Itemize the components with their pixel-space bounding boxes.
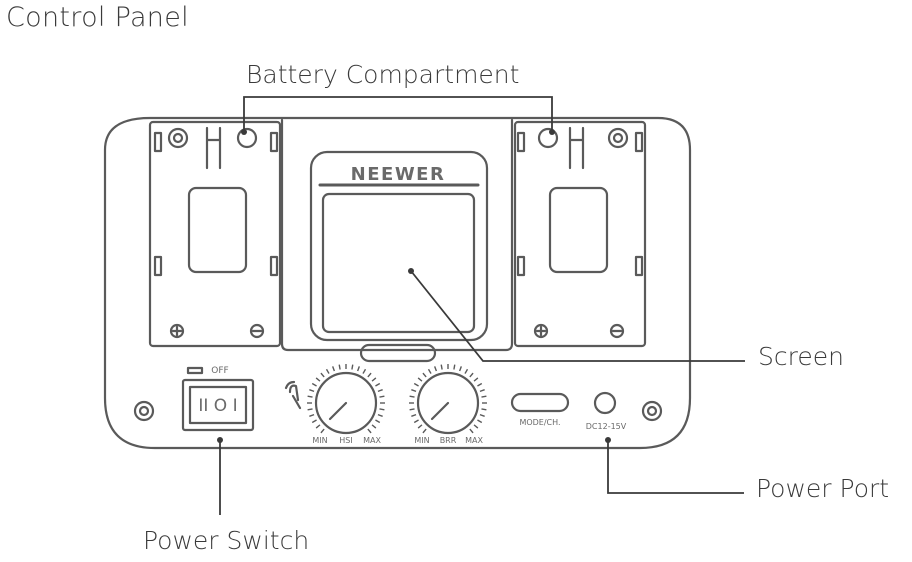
screen-bezel: [309, 150, 489, 342]
knob-dial-tick: [367, 372, 372, 378]
screw-left: [133, 400, 155, 422]
knob-dial-tick: [469, 428, 474, 434]
knob-dial-tick: [481, 408, 487, 411]
knob-dial-tick: [464, 368, 469, 374]
power-switch-callout: Power Switch: [143, 526, 310, 555]
knob-dial-tick: [417, 377, 423, 382]
brand-logo: NEEWER: [351, 164, 446, 185]
knob-dial-tick: [427, 368, 432, 374]
screen-display: [321, 192, 476, 334]
power-port-callout: Power Port: [756, 474, 890, 503]
left-battery-plate: [148, 120, 282, 348]
knob-dial-tick: [315, 424, 321, 429]
knob-dial-tick: [409, 408, 415, 411]
knob-dial-tick: [311, 419, 317, 424]
screen-callout-line: [410, 270, 745, 362]
dc-voltage-label: DC12-15V: [586, 422, 627, 431]
knob-dial-tick: [379, 395, 385, 398]
knob-dial-tick: [422, 428, 427, 434]
knob-dial-tick: [371, 424, 377, 429]
screen-frame: [280, 118, 514, 352]
knob-dial-tick: [367, 428, 372, 434]
brr-label: BRR: [440, 436, 457, 445]
mode-ch-label: MODE/CH.: [519, 418, 560, 427]
knob-dial-tick: [453, 364, 456, 370]
screw-right: [641, 400, 663, 422]
brr-min-label: MIN: [414, 436, 429, 445]
knob-dial-tick: [473, 424, 479, 429]
knob-dial-tick: [307, 408, 313, 411]
knob-dial-tick: [311, 382, 317, 387]
knob-dial-tick: [320, 372, 325, 378]
knob-dial-tick: [377, 389, 383, 393]
power-switch: [181, 378, 255, 432]
knob-dial-tick: [477, 382, 483, 387]
knob-dial-tick: [332, 366, 336, 372]
knob-dial-tick: [362, 368, 367, 374]
knob-dial-tick: [356, 366, 360, 372]
hsi-label: HSI: [339, 436, 352, 445]
knob-dial-tick: [351, 364, 354, 370]
battery-compartment-callout: Battery Compartment: [246, 60, 520, 89]
knob-dial-tick: [375, 419, 381, 424]
knob-dial-tick: [309, 389, 315, 393]
knob-dial-tick: [440, 364, 443, 370]
brr-knob: [416, 371, 480, 435]
knob-dial-tick: [422, 372, 427, 378]
knob-dial-tick: [479, 389, 485, 393]
battery-callout-bracket: [243, 96, 553, 132]
power-port-callout-line: [607, 440, 744, 494]
hsi-max-label: MAX: [363, 436, 381, 445]
brr-max-label: MAX: [465, 436, 483, 445]
knob-dial-tick: [320, 428, 325, 434]
screen-callout: Screen: [758, 342, 844, 371]
device-body-outline: [103, 116, 692, 450]
knob-dial-tick: [379, 408, 385, 411]
knob-dial-tick: [338, 364, 341, 370]
knob-dial-tick: [307, 395, 313, 398]
knob-dial-tick: [434, 366, 438, 372]
knob-dial-tick: [409, 395, 415, 398]
switch-symbol: II O I: [198, 396, 237, 416]
knob-dial-tick: [469, 372, 474, 378]
hsi-knob: [314, 371, 378, 435]
knob-dial-tick: [417, 424, 423, 429]
knob-dial-tick: [411, 389, 417, 393]
knob-dial-tick: [325, 368, 330, 374]
hsi-min-label: MIN: [312, 436, 327, 445]
knob-dial-tick: [375, 382, 381, 387]
knob-dial-tick: [479, 413, 485, 417]
right-battery-plate: [513, 120, 647, 348]
screen-pill: [359, 343, 437, 363]
knob-dial-tick: [315, 377, 321, 382]
dc-port: [593, 391, 617, 415]
switch-off-label: OFF: [211, 366, 228, 376]
mode-ch-button: [510, 392, 570, 413]
knob-dial-tick: [458, 366, 462, 372]
knob-dial-tick: [413, 382, 419, 387]
touch-icon: [284, 380, 302, 410]
knob-dial-tick: [413, 419, 419, 424]
knob-dial-tick: [473, 377, 479, 382]
knob-dial-tick: [411, 413, 417, 417]
knob-dial-tick: [481, 395, 487, 398]
knob-dial-tick: [477, 419, 483, 424]
knob-dial-tick: [371, 377, 377, 382]
knob-dial-tick: [377, 413, 383, 417]
knob-dial-tick: [309, 413, 315, 417]
page-title: Control Panel: [6, 2, 189, 33]
